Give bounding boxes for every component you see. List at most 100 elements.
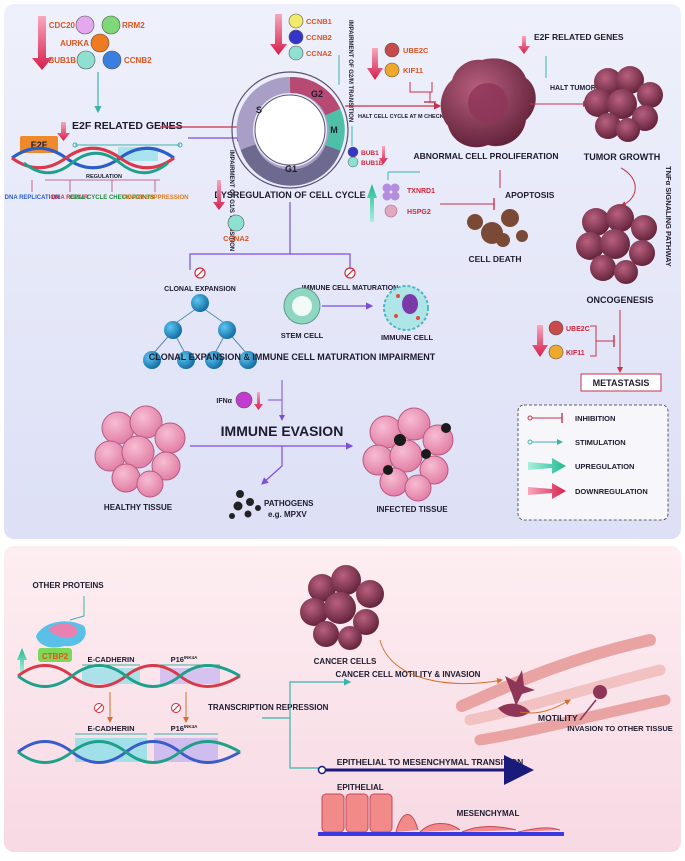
mesenchymal-label: MESENCHYMAL: [457, 809, 520, 818]
ctbp2-label: CTBP2: [42, 652, 69, 661]
phase-g2-arc: [289, 76, 341, 116]
e2f-module: E2F RELATED GENES E2F REGULATION DNA REP…: [5, 120, 189, 201]
immune-maturation: IMMUNE CELL MATURATION STEM CELL IMMUNE …: [281, 267, 433, 342]
abnormal-cell: ABNORMAL CELL PROLIFERATION: [414, 58, 559, 161]
repression: TRANSCRIPTION REPRESSION: [94, 692, 329, 723]
tnf-pathway: TNFα SIGNALING PATHWAY: [664, 166, 673, 267]
phase-s: S: [256, 105, 262, 115]
legend: INHIBITION STIMULATION UPREGULATION DOWN…: [517, 404, 669, 521]
phase-g1-arc: [240, 144, 341, 186]
metastasis-label: METASTASIS: [593, 378, 650, 388]
motility-invasion-label: CANCER CELL MOTILITY & INVASION: [336, 670, 481, 679]
stem-cell-label: STEM CELL: [281, 331, 324, 340]
emt: EPITHELIAL TO MESENCHYMAL TRANSITION EPI…: [317, 755, 564, 836]
pathogens-example: e.g. MPXV: [268, 510, 307, 519]
cell-death-label: CELL DEATH: [468, 254, 521, 264]
abnormal-prolif-label: ABNORMAL CELL PROLIFERATION: [414, 151, 559, 161]
apoptosis-label: APOPTOSIS: [505, 190, 555, 200]
dna-upper: E-CADHERIN P16INK4A: [17, 655, 241, 688]
halt-cycle-label: HALT CELL CYCLE AT M CHECK POINT: [358, 114, 463, 120]
upregulation-arrow: [17, 648, 27, 672]
ecadherin-upper: E-CADHERIN: [87, 655, 134, 664]
emt-label: EPITHELIAL TO MESENCHYMAL TRANSITION: [337, 757, 524, 767]
invasion-other-label: INVASION TO OTHER TISSUE: [567, 724, 673, 733]
impairment-title: CLONAL EXPANSION & IMMUNE CELL MATURATIO…: [149, 352, 436, 362]
epithelial-label: EPITHELIAL: [337, 783, 384, 792]
gene-ccna2: CCNA2: [306, 49, 332, 58]
gene-txnrd1: TXNRD1: [407, 188, 435, 195]
cancer-cells-label: CANCER CELLS: [314, 657, 377, 666]
func-dna-replication: DNA REPLICATION: [5, 195, 60, 201]
dna-strand-a: [11, 146, 175, 170]
dna-lower: E-CADHERIN P16INK4A: [17, 724, 241, 764]
phase-g1: G1: [285, 164, 297, 174]
regulation-label: REGULATION: [86, 174, 122, 180]
phase-g2: G2: [311, 89, 323, 99]
g2m-impairment: IMPAIRMENT OF G2/M TRANSITION: [347, 20, 353, 122]
transcription-repression: TRANSCRIPTION REPRESSION: [208, 703, 329, 712]
immune-maturation-label: IMMUNE CELL MATURATION: [302, 285, 398, 292]
downregulation-arrow: [32, 16, 52, 70]
downregulation-arrow: [270, 14, 287, 55]
gene-hspg2: HSPG2: [407, 209, 431, 216]
pathogens: PATHOGENS e.g. MPXV: [229, 490, 314, 519]
downregulation-arrow: [367, 48, 383, 80]
gene-cluster-top-left: CDC20 RRM2 AURKA BUB1B CCNB2: [32, 15, 152, 114]
tumor-growth-label: TUMOR GROWTH: [584, 152, 661, 162]
clonal-expansion-label: CLONAL EXPANSION: [164, 286, 236, 293]
g1s-impairment: IMPAIRMENT OF G1/S TRANSITION: [228, 150, 234, 251]
motility-label: MOTILITY: [538, 713, 578, 723]
phase-m: M: [330, 125, 338, 135]
healthy-tissue-label: HEALTHY TISSUE: [104, 503, 173, 512]
cycle-genes-top: CCNB1 CCNB2 CCNA2 IMPAIRMENT OF G2/M TRA…: [270, 13, 353, 122]
legend-downregulation: DOWNREGULATION: [575, 487, 648, 496]
legend-upregulation: UPREGULATION: [575, 462, 634, 471]
phase-m-arc: [325, 108, 345, 152]
gene-bub1b-lower: BUB1B: [361, 160, 384, 167]
ifna: IFNα: [216, 380, 285, 421]
infected-tissue-label: INFECTED TISSUE: [376, 505, 448, 514]
e2f-box-label: E2F: [31, 140, 48, 150]
gene-aurka: AURKA: [60, 39, 89, 48]
legend-inhibition: INHIBITION: [575, 414, 615, 423]
cell-cycle: G2 M S G1 DYSREGULATION OF CELL CYCLE: [214, 71, 366, 200]
ecadherin-lower: E-CADHERIN: [87, 724, 134, 733]
gene-rrm2: RRM2: [122, 21, 145, 30]
apoptosis-genes: TXNRD1 HSPG2: [367, 171, 495, 222]
gene-ube2c: UBE2C: [403, 46, 429, 55]
gene-bub1: BUB1: [361, 150, 379, 157]
metastasis-module: UBE2C KIF11 METASTASIS: [532, 310, 662, 392]
gene-cdc20: CDC20: [49, 21, 76, 30]
oncogenesis-label: ONCOGENESIS: [586, 295, 653, 305]
pathogens-label: PATHOGENS: [264, 499, 314, 508]
infected-tissue: INFECTED TISSUE: [362, 407, 454, 514]
e2f-genes-title: E2F RELATED GENES: [72, 120, 183, 132]
cancer-cells: CANCER CELLS CANCER CELL MOTILITY & INVA…: [300, 565, 503, 685]
p16-lower: P16INK4A: [171, 724, 199, 733]
gene-bub1b: BUB1B: [48, 56, 76, 65]
func-tumor-suppression: TUMOR SUPPRESSION: [121, 195, 188, 201]
gene-kif11-meta: KIF11: [566, 350, 585, 357]
immune-evasion-label: IMMUNE EVASION: [221, 423, 344, 439]
gene-ccnb1: CCNB1: [306, 17, 332, 26]
dna-strand-c: [23, 151, 169, 175]
bub-genes: BUB1 BUB1B: [347, 146, 388, 168]
invasion-illustration: MOTILITY INVASION TO OTHER TISSUE: [456, 634, 673, 746]
protein-complex: OTHER PROTEINS CTBP2: [17, 581, 104, 672]
gene-ube2c-meta: UBE2C: [566, 326, 590, 333]
tumor-growth: TUMOR GROWTH: [584, 66, 663, 162]
gene-highlight: [118, 147, 158, 161]
gene-ccnb2-b: CCNB2: [306, 33, 332, 42]
func-dna-repair: DNA REPAIR: [52, 195, 89, 201]
e2f-right-title: E2F RELATED GENES: [534, 32, 624, 42]
other-proteins-label: OTHER PROTEINS: [32, 581, 104, 590]
oncogenesis: ONCOGENESIS: [576, 204, 657, 305]
clonal-expansion: CLONAL EXPANSION: [143, 267, 257, 369]
p16-upper: P16INK4A: [171, 655, 199, 664]
gene-ccnb2: CCNB2: [124, 56, 152, 65]
downregulation-arrow: [57, 122, 70, 141]
phase-s-arc: [236, 76, 291, 151]
legend-stimulation: STIMULATION: [575, 438, 626, 447]
